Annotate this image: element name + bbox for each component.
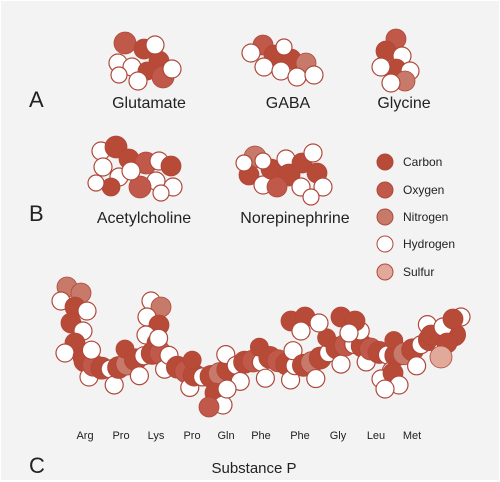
residue-label: Leu (367, 430, 385, 442)
glutamate-molecule (108, 31, 182, 91)
legend-swatch-hydrogen (376, 235, 394, 253)
substance-p-atom-hydrogen (407, 356, 427, 376)
legend-label-nitrogen: Nitrogen (403, 210, 448, 224)
substance-p-atom-hydrogen (309, 313, 329, 333)
panel-letter-a: A (29, 87, 44, 112)
norepinephrine-molecule (235, 143, 333, 206)
gaba-atom-hydrogen (304, 65, 324, 85)
acetylcholine-atom-hydrogen (152, 184, 170, 202)
gaba-atom-hydrogen (287, 67, 307, 87)
gaba-atom-hydrogen (254, 57, 274, 77)
substance-p-atom-hydrogen (55, 343, 75, 363)
glycine-label: Glycine (377, 95, 430, 112)
substance-p-atom-oxygen (198, 396, 220, 418)
legend-swatch-oxygen (376, 181, 394, 199)
legend-label-oxygen: Oxygen (403, 183, 444, 197)
substance-p-atom-hydrogen (339, 323, 359, 343)
acetylcholine-atom-oxygen (128, 175, 152, 199)
norepinephrine-label: Norepinephrine (240, 210, 350, 227)
substance-p-atom-hydrogen (81, 340, 102, 360)
gaba-atom-hydrogen (241, 43, 261, 63)
substance-p-atom-hydrogen (291, 321, 311, 341)
norepinephrine-atom-hydrogen (313, 177, 333, 197)
substance-p-atom-hydrogen (331, 354, 351, 374)
gaba-label: GABA (266, 95, 311, 112)
substance-p-atom-carbon (182, 350, 202, 370)
substance-p-atom-hydrogen (375, 379, 395, 399)
gaba-molecule (241, 34, 324, 87)
acetylcholine-atom-carbon (101, 177, 121, 197)
substance-p-atom-hydrogen (217, 379, 237, 399)
substance-p-molecule (51, 276, 471, 418)
gaba-atom-hydrogen (275, 38, 293, 56)
legend-swatch-carbon (376, 153, 394, 171)
substance-p-atom-hydrogen (283, 341, 303, 361)
norepinephrine-atom-hydrogen (302, 188, 320, 206)
residue-label: Phe (290, 430, 310, 442)
glutamate-atom-hydrogen (145, 35, 165, 55)
glutamate-atom-hydrogen (110, 66, 128, 84)
legend-label-sulfur: Sulfur (403, 265, 434, 279)
norepinephrine-atom-oxygen (266, 176, 288, 198)
substance-p-atom-sulfur (429, 345, 453, 369)
panel-letter-c: C (29, 453, 45, 478)
residue-label: Lys (148, 430, 165, 442)
residue-label: Gly (330, 430, 347, 442)
acetylcholine-molecule (87, 135, 183, 202)
acetylcholine-atom-hydrogen (93, 157, 113, 177)
acetylcholine-atom-hydrogen (121, 161, 141, 181)
substance-p-atom-carbon (442, 308, 464, 330)
norepinephrine-atom-hydrogen (254, 152, 272, 170)
substance-p-atom-hydrogen (149, 328, 169, 348)
legend-swatch-sulfur (376, 263, 394, 281)
substance-p-atom-hydrogen (77, 301, 97, 321)
residue-label: Met (403, 430, 421, 442)
substance-p-atom-hydrogen (306, 368, 326, 389)
glutamate-atom-hydrogen (162, 59, 182, 79)
glutamate-label: Glutamate (112, 95, 186, 112)
glycine-molecule (371, 28, 420, 93)
glycine-atom-hydrogen (371, 57, 391, 77)
legend-label-hydrogen: Hydrogen (403, 237, 455, 251)
substance-p-atom-hydrogen (129, 366, 149, 386)
residue-label: Gln (217, 430, 234, 442)
residue-label: Pro (183, 430, 200, 442)
glutamate-atom-hydrogen (128, 71, 148, 91)
glutamate-atom-oxygen (113, 31, 137, 55)
norepinephrine-atom-hydrogen (303, 143, 323, 163)
substance-p-atom-hydrogen (255, 368, 275, 388)
legend-label-carbon: Carbon (403, 155, 442, 169)
residue-labels: Arg Pro Lys Pro Gln Phe Phe Gly Leu Met (76, 430, 421, 442)
gaba-atom-hydrogen (271, 61, 291, 81)
acetylcholine-label: Acetylcholine (97, 210, 191, 227)
glycine-atom-hydrogen (381, 73, 401, 93)
substance-p-title: Substance P (211, 460, 296, 477)
residue-label: Phe (251, 430, 271, 442)
panel-letter-b: B (29, 201, 44, 226)
acetylcholine-atom-carbon (160, 155, 182, 177)
legend-swatch-nitrogen (376, 208, 394, 226)
acetylcholine-atom-hydrogen (87, 174, 105, 192)
residue-label: Arg (76, 430, 93, 442)
legend: Carbon Oxygen Nitrogen Hydrogen Sulfur (376, 153, 455, 281)
norepinephrine-atom-hydrogen (235, 154, 253, 172)
residue-label: Pro (112, 430, 129, 442)
